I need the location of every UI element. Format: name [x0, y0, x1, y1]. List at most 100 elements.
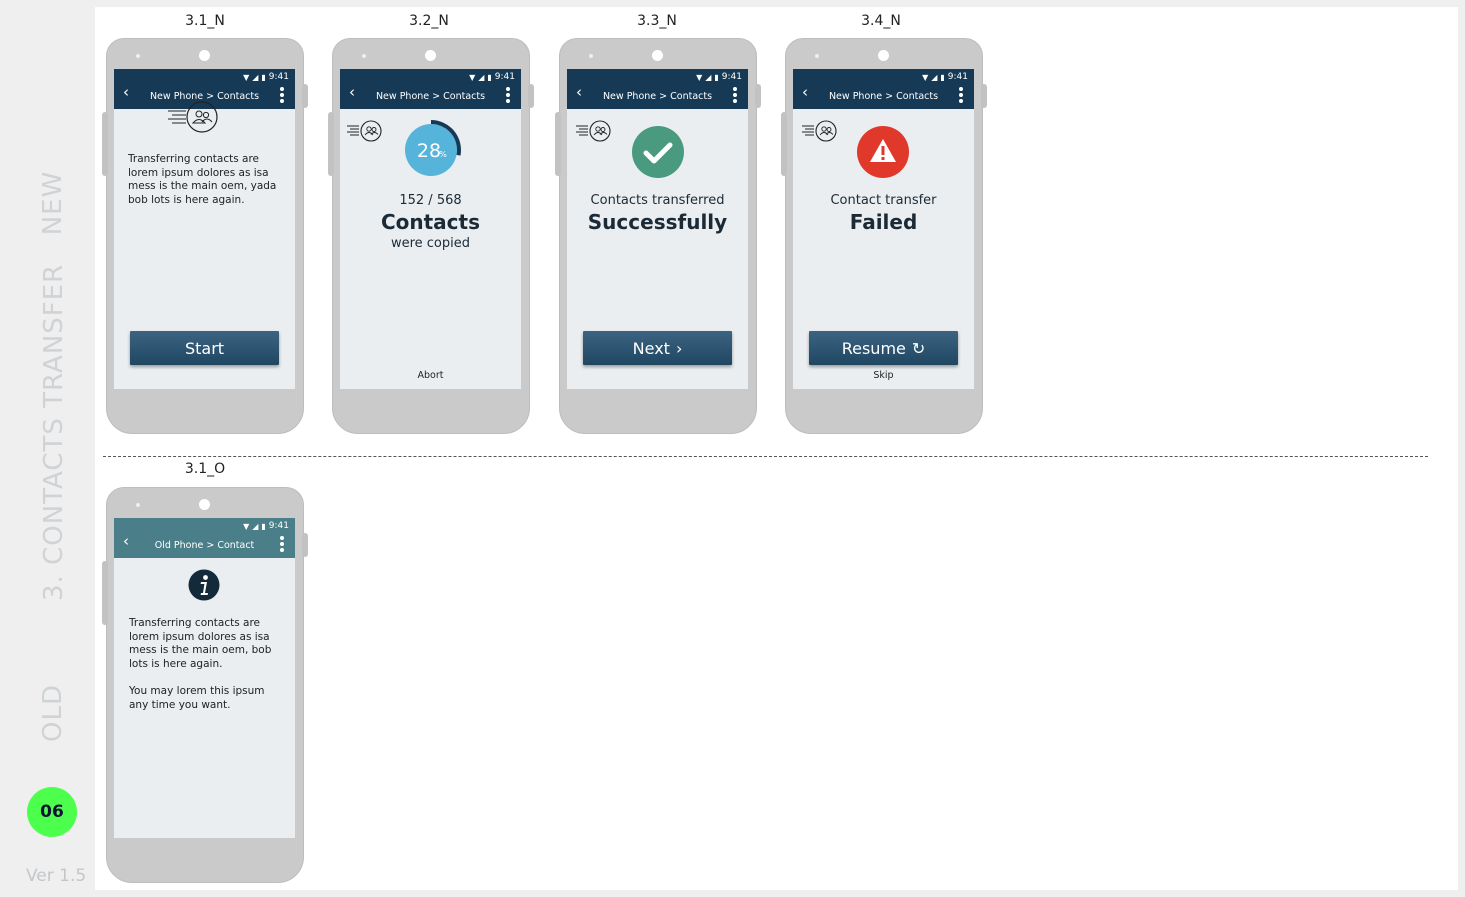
camera-icon	[136, 503, 140, 507]
signal-icon: ◢	[705, 72, 712, 82]
back-arrow-icon[interactable]: ‹	[123, 532, 129, 550]
section-title: 3. CONTACTS TRANSFER	[39, 263, 69, 601]
failed-heading: Failed	[849, 210, 918, 234]
status-bar: ▼ ◢ ▮ 9:41	[922, 72, 968, 82]
contacts-heading: Contacts	[380, 210, 481, 234]
contacts-transfer-icon	[576, 120, 611, 142]
camera-icon	[136, 54, 140, 58]
breadcrumb: New Phone > Contacts	[602, 91, 713, 102]
intro-text: Transferring contacts are lorem ipsum do…	[128, 153, 277, 206]
volume-key	[328, 112, 334, 176]
power-key	[302, 84, 308, 108]
contacts-transfer-icon	[347, 120, 382, 142]
wireframe-canvas: 3.1_N 3.2_N 3.3_N 3.4_N 3.1_O ▼ ◢ ▮ 9:41…	[95, 7, 1458, 890]
section-new-label: NEW	[38, 170, 68, 236]
page-number-badge: 06	[27, 787, 77, 837]
contacts-transfer-icon	[802, 120, 837, 142]
status-time: 9:41	[721, 72, 742, 82]
back-arrow-icon[interactable]: ‹	[123, 83, 129, 101]
status-time: 9:41	[268, 72, 289, 82]
new-old-divider	[103, 456, 1428, 457]
breadcrumb: New Phone > Contacts	[149, 91, 260, 102]
wifi-icon: ▼	[922, 72, 929, 82]
next-button-label: Next	[632, 338, 670, 358]
phone-screen: ▼ ◢ ▮ 9:41 ‹ New Phone > Contacts	[114, 69, 295, 389]
copied-subheading: were copied	[390, 236, 471, 251]
phone-3-1-n: ▼ ◢ ▮ 9:41 ‹ New Phone > Contacts	[102, 38, 308, 434]
overflow-menu-icon[interactable]	[280, 87, 284, 103]
info-icon	[188, 569, 220, 601]
back-arrow-icon[interactable]: ‹	[349, 83, 355, 101]
wifi-icon: ▼	[696, 72, 703, 82]
back-arrow-icon[interactable]: ‹	[802, 83, 808, 101]
camera-icon	[815, 54, 819, 58]
screen-id-3-1-n: 3.1_N	[185, 13, 225, 29]
status-time: 9:41	[947, 72, 968, 82]
signal-icon: ◢	[252, 72, 259, 82]
progress-value: 28	[417, 140, 441, 162]
app-bar: ▼ ◢ ▮ 9:41 ‹ New Phone > Contacts	[567, 69, 748, 109]
phone-3-4-n: ▼ ◢ ▮ 9:41 ‹ New Phone > Contacts	[781, 38, 987, 434]
old-note-text: You may lorem this ipsum any time you wa…	[129, 685, 265, 711]
signal-icon: ◢	[252, 521, 259, 531]
phone-screen: ▼ ◢ ▮ 9:41 ‹ New Phone > Contacts	[793, 69, 974, 389]
overflow-menu-icon[interactable]	[506, 87, 510, 103]
speaker-icon	[652, 50, 663, 61]
wifi-icon: ▼	[243, 521, 250, 531]
start-button[interactable]: Start	[130, 331, 279, 365]
old-intro-text: Transferring contacts are lorem ipsum do…	[129, 617, 272, 670]
contacts-transfer-icon	[168, 101, 218, 133]
wifi-icon: ▼	[469, 72, 476, 82]
status-bar: ▼ ◢ ▮ 9:41	[243, 521, 289, 531]
status-time: 9:41	[494, 72, 515, 82]
phone-screen: ▼ ◢ ▮ 9:41 ‹ Old Phone > Contact Transfe…	[114, 518, 295, 838]
breadcrumb: Old Phone > Contact	[154, 540, 255, 551]
back-arrow-icon[interactable]: ‹	[576, 83, 582, 101]
screen-id-3-3-n: 3.3_N	[637, 13, 677, 29]
transferred-line: Contacts transferred	[590, 193, 725, 208]
volume-key	[555, 112, 561, 176]
phone-3-1-o: ▼ ◢ ▮ 9:41 ‹ Old Phone > Contact Transfe…	[102, 487, 308, 883]
success-heading: Successfully	[587, 210, 728, 234]
speaker-icon	[878, 50, 889, 61]
wifi-icon: ▼	[243, 72, 250, 82]
speaker-icon	[199, 499, 210, 510]
breadcrumb: New Phone > Contacts	[828, 91, 939, 102]
overflow-menu-icon[interactable]	[733, 87, 737, 103]
abort-link[interactable]: Abort	[417, 370, 444, 381]
power-key	[302, 533, 308, 557]
overflow-menu-icon[interactable]	[959, 87, 963, 103]
volume-key	[102, 561, 108, 625]
phone-screen: ▼ ◢ ▮ 9:41 ‹ New Phone > Contacts	[340, 69, 521, 389]
chevron-right-icon: ›	[675, 338, 683, 358]
battery-icon: ▮	[714, 72, 719, 82]
battery-icon: ▮	[261, 521, 266, 531]
power-key	[528, 84, 534, 108]
volume-key	[781, 112, 787, 176]
power-key	[981, 84, 987, 108]
progress-unit: %	[439, 150, 447, 159]
resume-button[interactable]: Resume ↻	[809, 331, 958, 365]
status-bar: ▼ ◢ ▮ 9:41	[696, 72, 742, 82]
phone-screen: ▼ ◢ ▮ 9:41 ‹ New Phone > Contacts	[567, 69, 748, 389]
screen-id-3-4-n: 3.4_N	[861, 13, 901, 29]
overflow-menu-icon[interactable]	[280, 536, 284, 552]
phone-3-2-n: ▼ ◢ ▮ 9:41 ‹ New Phone > Contacts	[328, 38, 534, 434]
camera-icon	[589, 54, 593, 58]
volume-key	[102, 112, 108, 176]
refresh-icon: ↻	[911, 338, 926, 358]
transfer-line: Contact transfer	[830, 193, 937, 208]
signal-icon: ◢	[931, 72, 938, 82]
success-check-icon	[632, 126, 684, 178]
camera-icon	[362, 54, 366, 58]
status-bar: ▼ ◢ ▮ 9:41	[243, 72, 289, 82]
next-button[interactable]: Next ›	[583, 331, 732, 365]
screen-id-3-2-n: 3.2_N	[409, 13, 449, 29]
skip-link[interactable]: Skip	[873, 370, 894, 381]
left-rail: NEW 3. CONTACTS TRANSFER OLD 06 Ver 1.5	[0, 0, 95, 897]
resume-button-label: Resume	[841, 338, 906, 358]
progress-arc	[430, 120, 461, 156]
progress-ring: 28 %	[405, 120, 461, 176]
battery-icon: ▮	[940, 72, 945, 82]
status-time: 9:41	[268, 521, 289, 531]
